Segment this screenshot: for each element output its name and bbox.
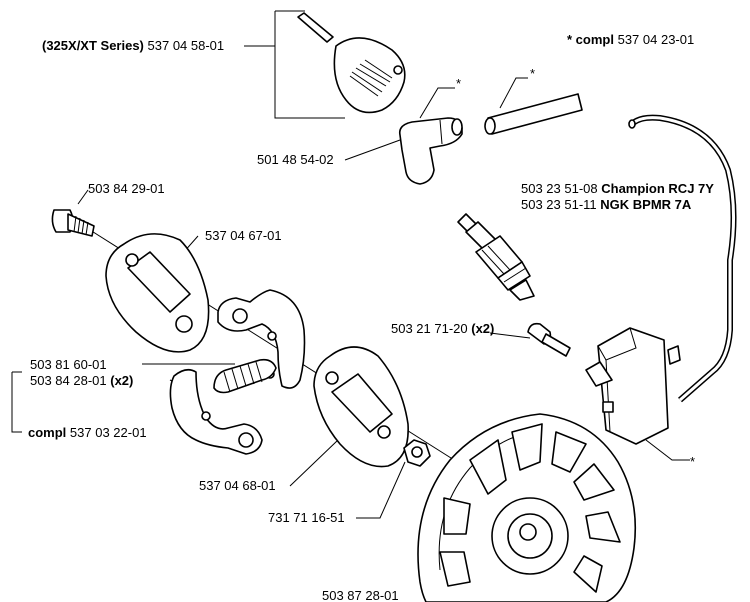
- pin-part: [297, 12, 334, 43]
- screw-part: [51, 209, 95, 237]
- label-screw: 503 84 29-01: [88, 181, 165, 196]
- label-flywheel: 503 87 28-01: [322, 588, 399, 602]
- label-shoe: 503 84 28-01 (x2): [30, 373, 133, 388]
- bolt-part: [527, 322, 571, 357]
- clutch-plate-2-part: [313, 346, 409, 468]
- label-series: (325X/XT Series) 537 04 58-01: [42, 38, 224, 53]
- clutch-shoe-2-part: [169, 368, 263, 455]
- nut-part: [403, 439, 431, 467]
- label-plug-champion: 503 23 51-08 Champion RCJ 7Y: [521, 181, 714, 196]
- label-spring: 503 81 60-01: [30, 357, 107, 372]
- label-star-module: *: [690, 454, 695, 469]
- part-labels: (325X/XT Series) 537 04 58-01 * compl 53…: [28, 32, 714, 602]
- ignition-wire-part: [628, 114, 737, 403]
- label-bolt: 503 21 71-20 (x2): [391, 321, 494, 336]
- tube-part: [484, 93, 583, 135]
- label-nut: 731 71 16-51: [268, 510, 345, 525]
- label-plug-ngk: 503 23 51-11 NGK BPMR 7A: [521, 197, 692, 212]
- label-star-tube: *: [530, 66, 535, 81]
- flywheel-part: [417, 413, 637, 602]
- spring-part: [213, 358, 277, 394]
- label-clutch-compl: compl 537 03 22-01: [28, 425, 147, 440]
- label-plate-2: 537 04 68-01: [199, 478, 276, 493]
- label-boot: 501 48 54-02: [257, 152, 334, 167]
- spark-plug-part: [457, 213, 535, 301]
- clutch-shoe-1-part: [217, 289, 306, 389]
- spark-plug-boot-part: [398, 117, 463, 185]
- label-star-boot: *: [456, 76, 461, 91]
- label-plate-1: 537 04 67-01: [205, 228, 282, 243]
- label-compl-note: * compl 537 04 23-01: [567, 32, 694, 47]
- ignition-module-part: [585, 327, 681, 445]
- ignition-cover-part: [333, 37, 406, 114]
- clutch-plate-1-part: [105, 233, 210, 353]
